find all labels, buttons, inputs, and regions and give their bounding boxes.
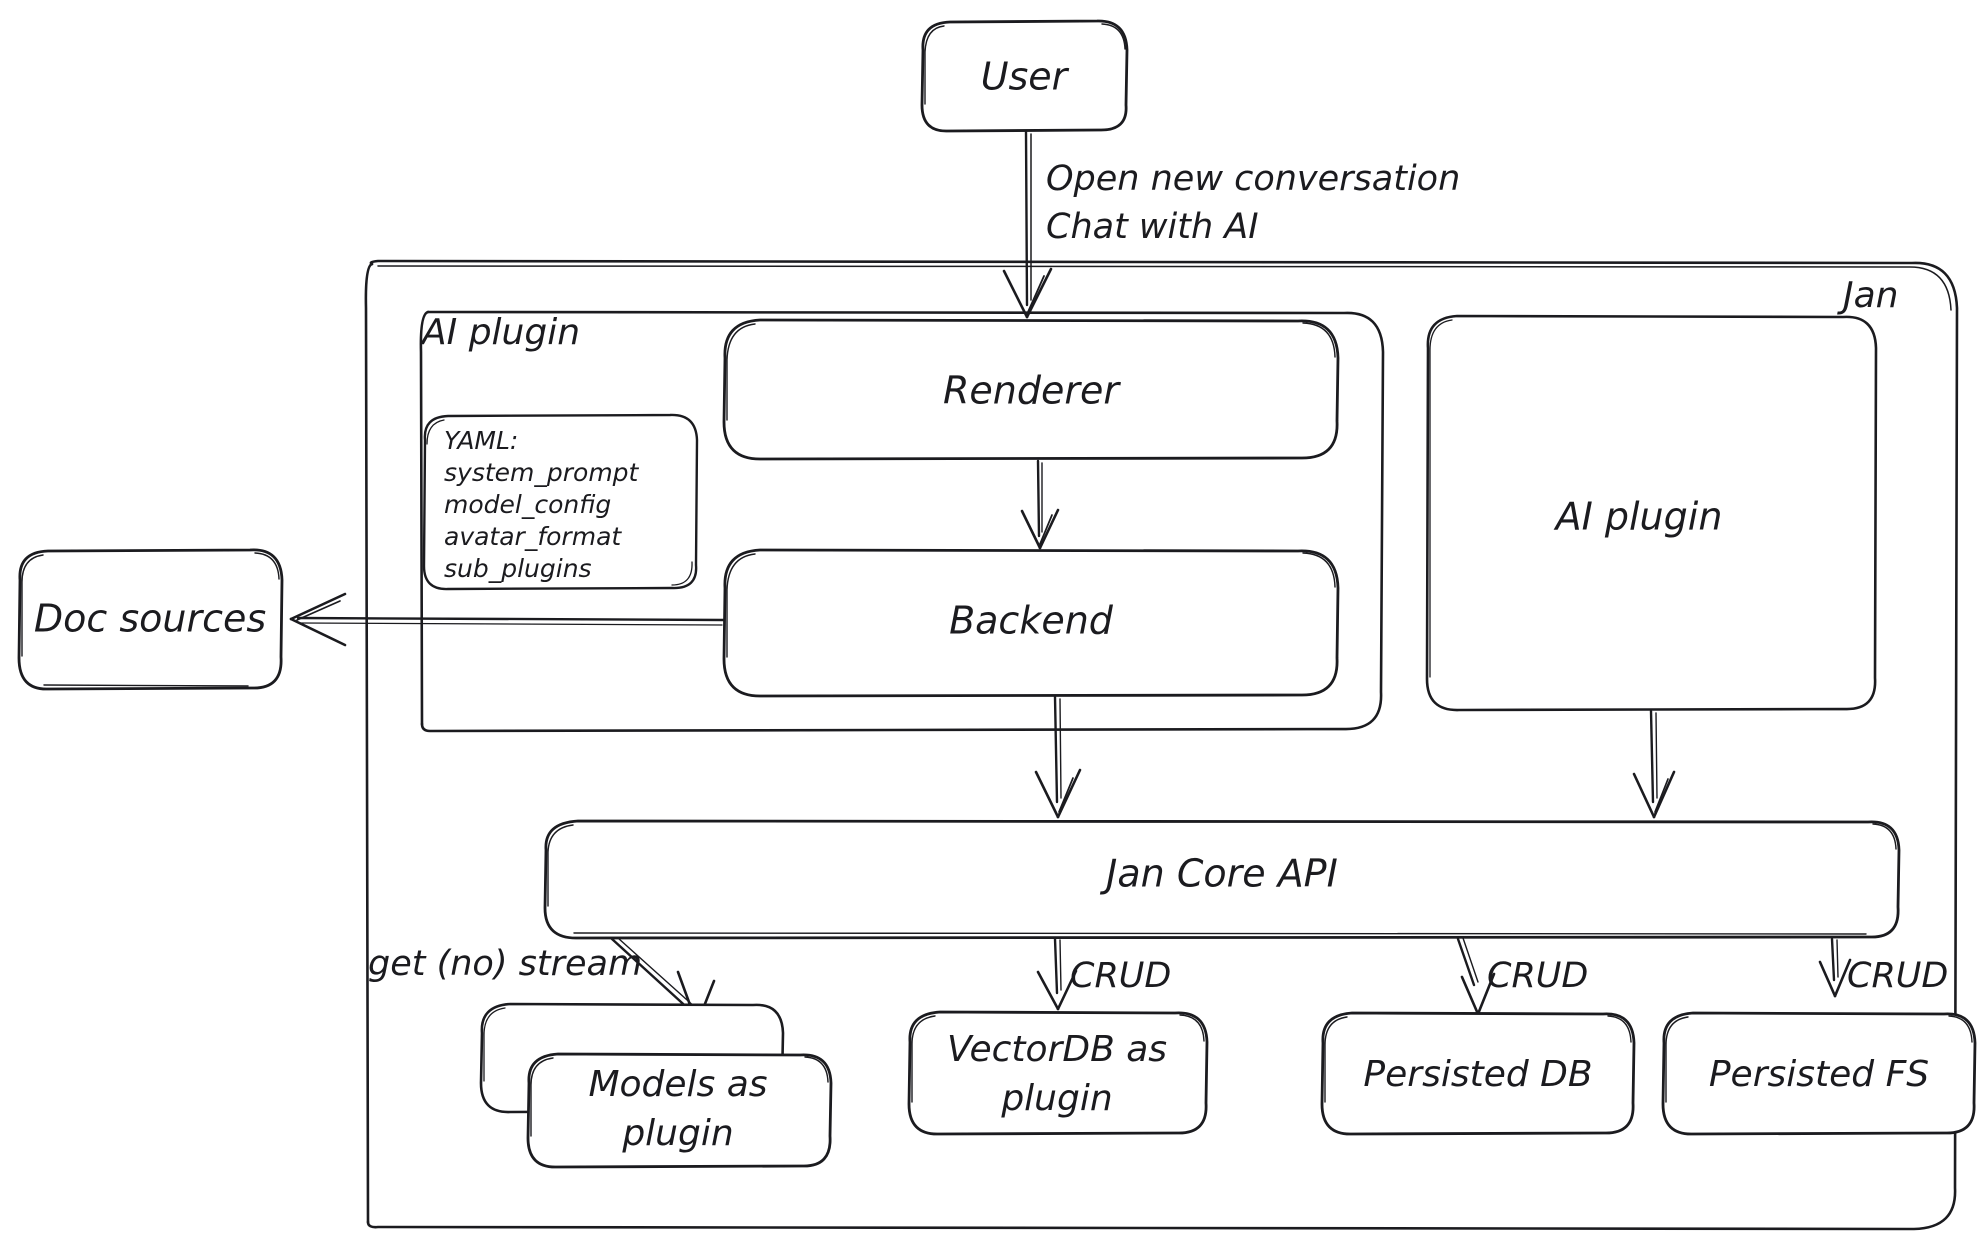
ai-plugin-right-node-label: AI plugin [1553, 495, 1723, 539]
jan-container-label: Jan [1837, 275, 1899, 316]
user-node[interactable] [920, 19, 1129, 133]
jan-core-api-node-label: Jan Core API [1099, 852, 1338, 896]
yaml-card [422, 413, 699, 591]
api-to-models-label: get (no) stream [368, 944, 642, 984]
renderer-node[interactable] [722, 318, 1340, 461]
jan-container [364, 259, 1959, 1231]
vectordb-as-plugin-label-line2: plugin [1000, 1078, 1112, 1119]
backend-node[interactable] [722, 548, 1340, 698]
renderer-to-backend-arrow [1020, 459, 1060, 550]
api-to-persisted-db-arrow [1456, 937, 1496, 1016]
yaml-card-item-1: model_config [444, 490, 611, 519]
persisted-db-label: Persisted DB [1363, 1054, 1592, 1095]
renderer-node-label: Renderer [943, 369, 1121, 413]
yaml-card-item-2: avatar_format [444, 522, 622, 551]
api-to-persisted-fs-label: CRUD [1847, 956, 1948, 996]
user-to-renderer-arrow [1002, 130, 1053, 319]
persisted-fs-label: Persisted FS [1709, 1054, 1929, 1095]
models-as-plugin-node[interactable] [526, 1052, 833, 1169]
vectordb-as-plugin-label-line1: VectorDB as [947, 1029, 1167, 1070]
user-to-renderer-label-line2: Chat with AI [1046, 207, 1259, 247]
api-to-vectordb-label: CRUD [1070, 956, 1171, 996]
api-to-persisted-db-label: CRUD [1487, 956, 1588, 996]
jan-core-api-node[interactable] [543, 819, 1901, 940]
backend-node-label: Backend [949, 599, 1114, 643]
yaml-card-item-3: sub_plugins [444, 554, 592, 583]
yaml-card-item-0: system_prompt [444, 458, 640, 487]
api-to-models-arrow [610, 937, 716, 1026]
doc-sources-node[interactable] [17, 548, 284, 691]
persisted-db-node[interactable] [1320, 1011, 1636, 1136]
vectordb-as-plugin-node[interactable] [907, 1010, 1209, 1136]
ai-plugin-group-label: AI plugin [420, 312, 580, 353]
ai-plugin-group-container [419, 310, 1385, 733]
api-to-vectordb-arrow [1036, 937, 1078, 1011]
backend-to-api-arrow [1034, 695, 1082, 819]
doc-sources-node-label: Doc sources [34, 597, 266, 641]
ai-plugin-right-node[interactable] [1425, 314, 1878, 712]
persisted-fs-node[interactable] [1661, 1011, 1977, 1136]
backend-to-doc-sources-arrow [289, 592, 726, 647]
models-as-plugin-label-line2: plugin [621, 1113, 733, 1154]
ai-plugin-right-to-api-arrow [1632, 709, 1676, 819]
user-node-label: User [981, 55, 1070, 99]
user-to-renderer-label-line1: Open new conversation [1046, 159, 1460, 199]
models-as-plugin-label-line1: Models as [588, 1064, 767, 1105]
api-to-persisted-fs-arrow [1818, 937, 1852, 998]
yaml-card-header: YAML: [444, 426, 518, 455]
